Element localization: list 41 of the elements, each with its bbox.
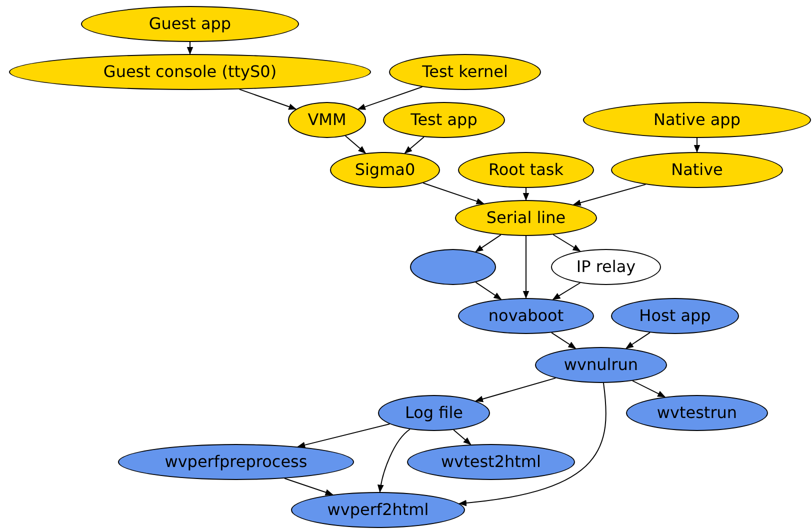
arrow [422,182,484,204]
ellipse-node: VMM [288,102,366,138]
arrow [552,234,581,252]
arrow [238,88,297,110]
ellipse-node: Native [611,152,783,188]
arrow [458,382,606,506]
ellipse-node: Guest app [81,6,299,42]
arrow [453,429,472,446]
ellipse-node: wvperf2html [291,492,465,528]
arrow [357,86,423,110]
arrow [694,138,700,153]
ellipse-node: Test kernel [389,54,541,90]
arrow [522,236,530,299]
ellipse-node: Sigma0 [330,152,440,188]
arrow [378,428,410,493]
ellipse-node: Root task [458,152,594,188]
ellipse-node: Host app [611,298,739,334]
arrow [474,378,556,402]
ellipse-node: wvtest2html [407,444,575,480]
arrow [475,234,502,252]
arrow [344,135,366,154]
arrow [297,423,390,448]
arrow [404,136,424,154]
ellipse-node: Serial line [455,200,597,236]
ellipse-node: Native app [583,102,811,138]
arrow [552,282,581,300]
arrow [625,332,650,349]
arrow [186,42,194,55]
ellipse-node: novaboot [458,298,594,334]
ellipse-node: Log file [378,395,490,431]
arrow [475,282,502,300]
ellipse-node: Test app [383,102,505,138]
ellipse-node: IP relay [551,249,661,285]
ellipse-node: wvtestrun [626,395,768,431]
ellipse-node: Guest console (ttyS0) [9,54,371,90]
ellipse-node: wvperfpreprocess [118,444,354,480]
arrow [522,188,530,201]
ellipse-node: wvnulrun [535,347,667,383]
arrow [572,184,646,206]
arrow [632,380,666,398]
arrow [551,332,576,349]
